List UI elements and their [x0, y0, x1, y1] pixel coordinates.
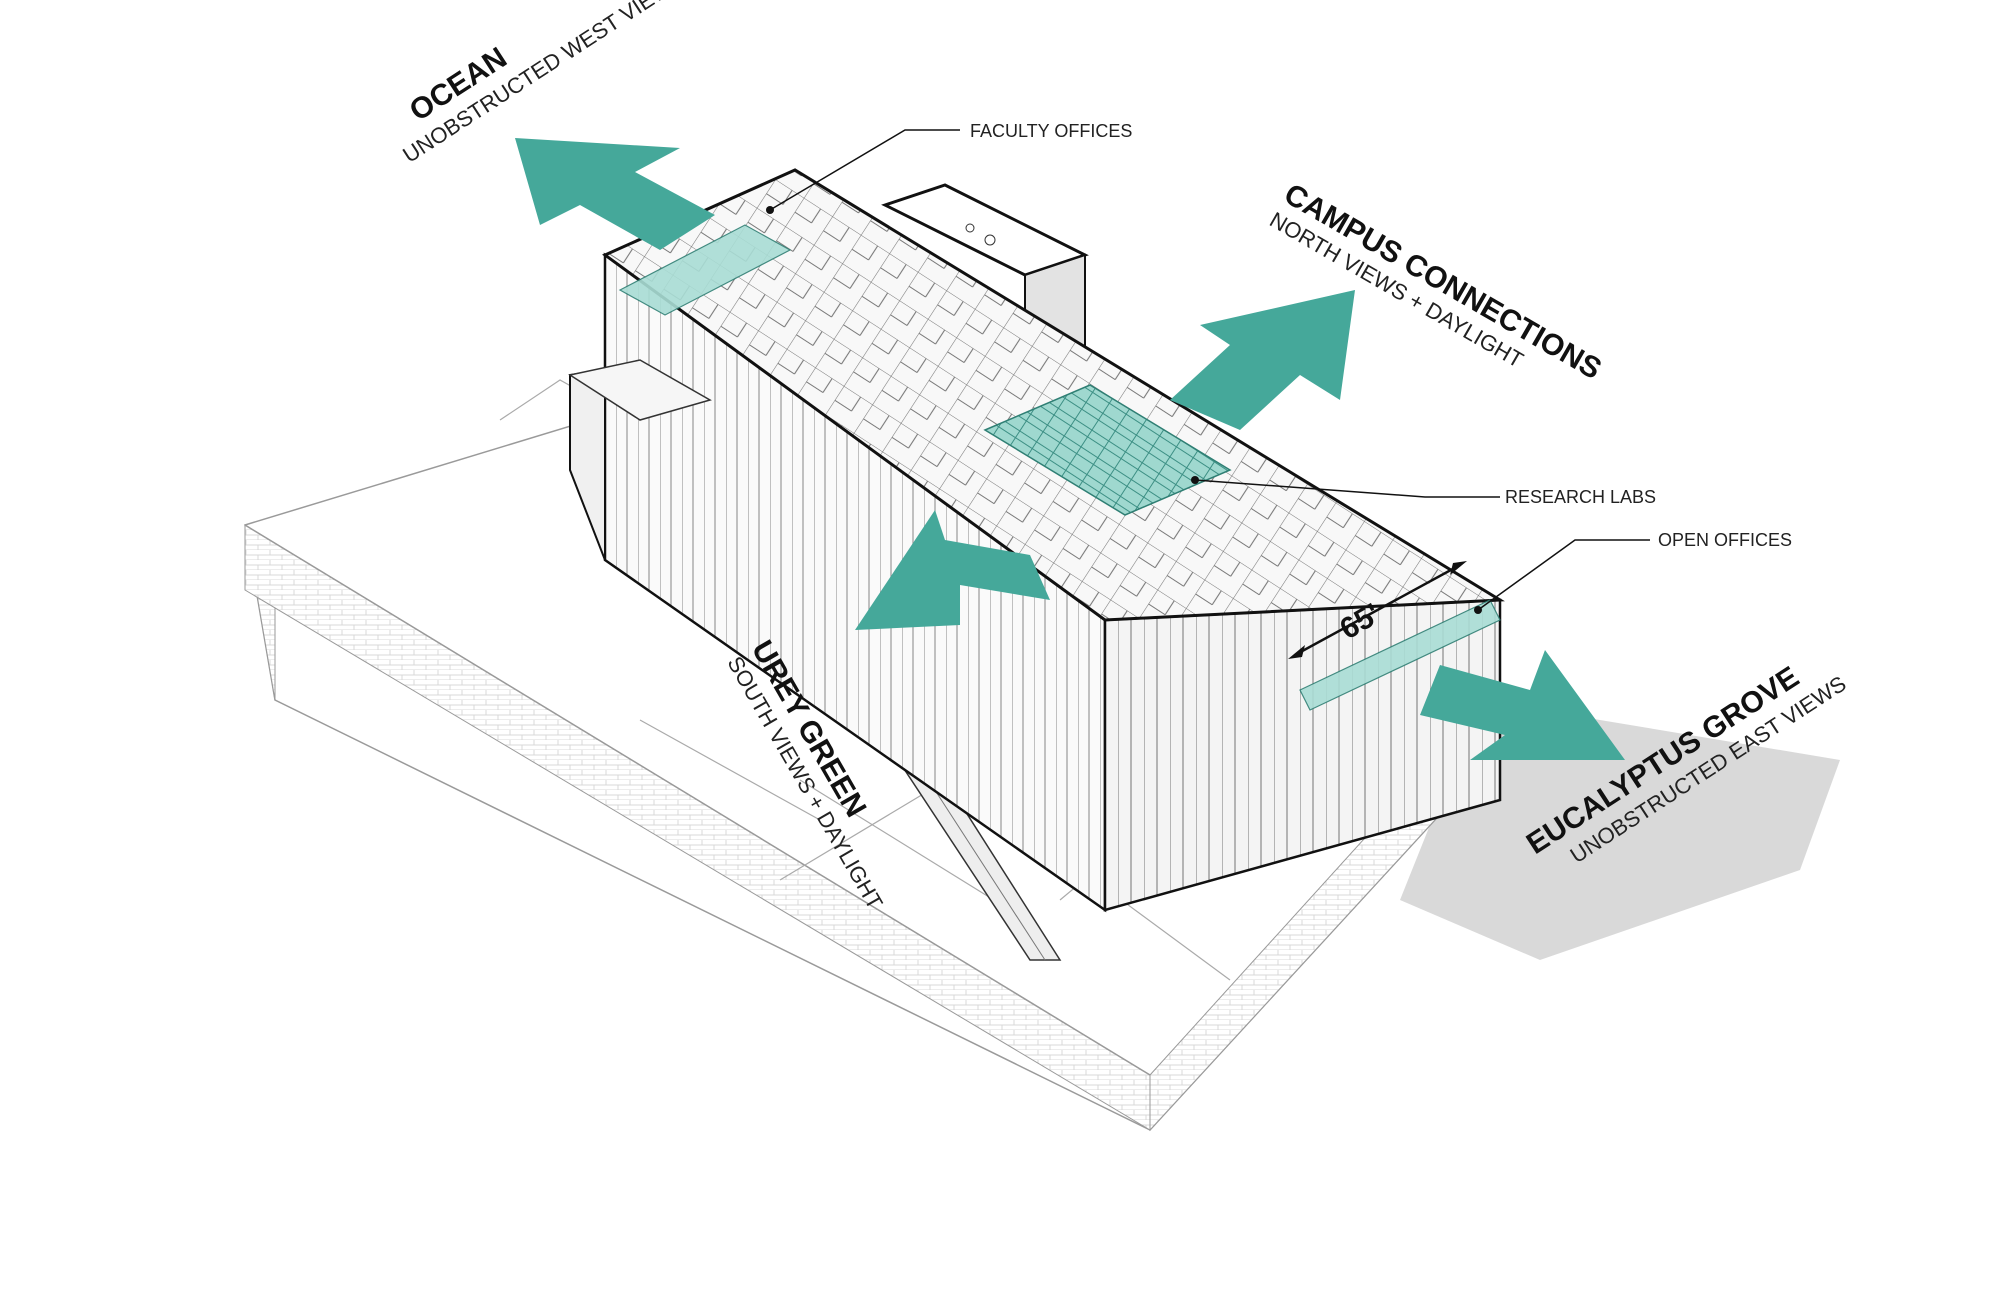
open-offices-highlight — [1299, 599, 1501, 711]
callout-leaders — [769, 129, 1650, 611]
arrow-west-ocean — [515, 138, 715, 250]
callout-dots — [766, 206, 1482, 614]
faculty-offices-highlight — [618, 224, 792, 316]
arrow-south-urey — [855, 510, 1050, 630]
callout-open-offices: OPEN OFFICES — [1658, 530, 1792, 550]
main-building — [568, 168, 1505, 913]
callout-faculty-offices: FACULTY OFFICES — [970, 121, 1132, 141]
dimension-line — [1288, 561, 1467, 659]
arrow-north-campus — [1170, 290, 1355, 430]
arrow-east-eucalyptus — [1420, 650, 1625, 760]
callout-research-labs: RESEARCH LABS — [1505, 487, 1656, 507]
view-arrows — [515, 138, 1625, 760]
research-labs-highlight — [983, 384, 1232, 516]
ground-shadow — [1400, 700, 1840, 960]
